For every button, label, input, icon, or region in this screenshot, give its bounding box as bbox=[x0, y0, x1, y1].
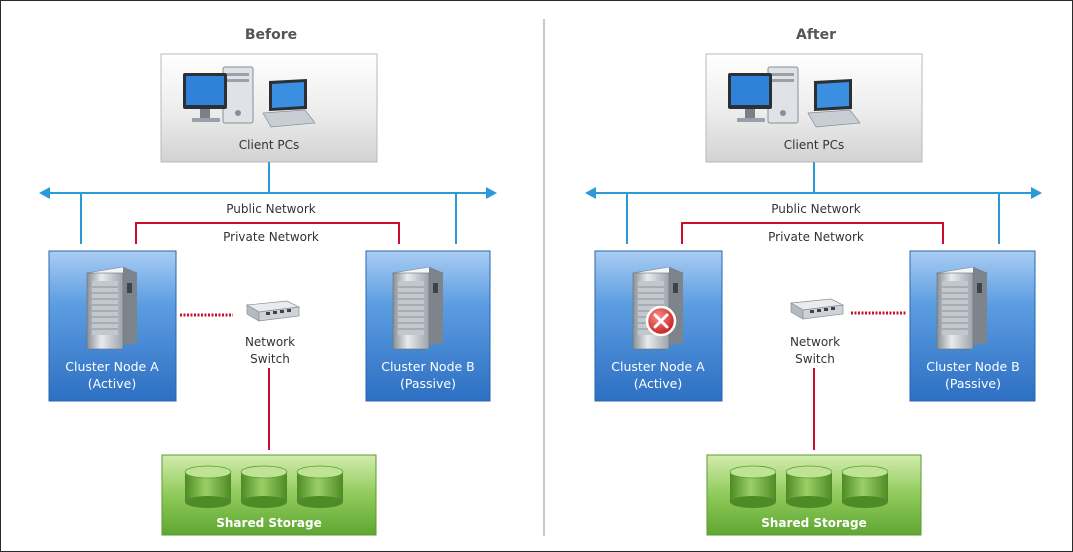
private-network: Private Network bbox=[681, 222, 944, 244]
network-switch-icon bbox=[245, 300, 301, 322]
panel-title: After bbox=[796, 27, 836, 43]
network-switch-icon bbox=[789, 298, 845, 320]
node-a-label-line2: (Active) bbox=[88, 376, 136, 391]
network-switch: Network Switch bbox=[789, 298, 906, 450]
cluster-node-a: Cluster Node A (Active) bbox=[594, 250, 723, 402]
desktop-computer-icon bbox=[728, 66, 799, 124]
disk-cylinder-icon bbox=[729, 465, 777, 508]
server-tower-icon bbox=[391, 266, 445, 350]
switch-label-line1: Network bbox=[790, 335, 840, 349]
private-network-label: Private Network bbox=[223, 230, 319, 244]
storage-label: Shared Storage bbox=[216, 516, 321, 530]
client-pcs-label: Client PCs bbox=[784, 138, 844, 152]
client-pcs-box: Client PCs bbox=[705, 53, 923, 163]
panel-before: Before Client PCs bbox=[39, 27, 497, 536]
client-pcs-box: Client PCs bbox=[160, 53, 378, 163]
disk-cylinder-icon bbox=[296, 465, 344, 508]
node-b-label-line2: (Passive) bbox=[945, 376, 1001, 391]
disk-cylinder-icon bbox=[240, 465, 288, 508]
client-pcs-label: Client PCs bbox=[239, 138, 299, 152]
public-network-label: Public Network bbox=[771, 202, 860, 216]
private-network: Private Network bbox=[135, 222, 400, 244]
arrow-right-icon bbox=[486, 187, 497, 199]
private-network-label: Private Network bbox=[768, 230, 864, 244]
node-b-label-line2: (Passive) bbox=[400, 376, 456, 391]
network-switch: Network Switch bbox=[180, 300, 301, 450]
node-b-label-line1: Cluster Node B bbox=[381, 359, 475, 374]
cluster-node-b: Cluster Node B (Passive) bbox=[365, 250, 491, 402]
node-a-label-line2: (Active) bbox=[634, 376, 682, 391]
arrow-left-icon bbox=[39, 187, 50, 199]
public-network: Public Network bbox=[39, 162, 497, 244]
cluster-node-a: Cluster Node A (Active) bbox=[48, 250, 177, 402]
switch-label-line2: Switch bbox=[795, 352, 835, 366]
storage-label: Shared Storage bbox=[761, 516, 866, 530]
desktop-computer-icon bbox=[183, 66, 254, 124]
cluster-node-b: Cluster Node B (Passive) bbox=[909, 250, 1036, 402]
switch-label-line2: Switch bbox=[250, 352, 290, 366]
disk-cylinder-icon bbox=[841, 465, 889, 508]
disk-cylinder-icon bbox=[785, 465, 833, 508]
server-tower-icon bbox=[935, 266, 989, 350]
server-tower-icon bbox=[85, 266, 139, 350]
error-x-icon bbox=[645, 305, 677, 337]
node-a-label-line1: Cluster Node A bbox=[611, 359, 705, 374]
shared-storage: Shared Storage bbox=[161, 454, 377, 536]
node-a-label-line1: Cluster Node A bbox=[65, 359, 159, 374]
panel-title: Before bbox=[245, 27, 297, 43]
laptop-icon bbox=[262, 79, 316, 128]
public-network: Public Network bbox=[585, 162, 1042, 244]
panel-after: After Client PCs bbox=[585, 27, 1042, 536]
disk-cylinder-icon bbox=[184, 465, 232, 508]
node-b-label-line1: Cluster Node B bbox=[926, 359, 1020, 374]
laptop-icon bbox=[807, 79, 861, 128]
public-network-label: Public Network bbox=[226, 202, 315, 216]
switch-label-line1: Network bbox=[245, 335, 295, 349]
arrow-left-icon bbox=[585, 187, 596, 199]
arrow-right-icon bbox=[1031, 187, 1042, 199]
shared-storage: Shared Storage bbox=[706, 454, 922, 536]
